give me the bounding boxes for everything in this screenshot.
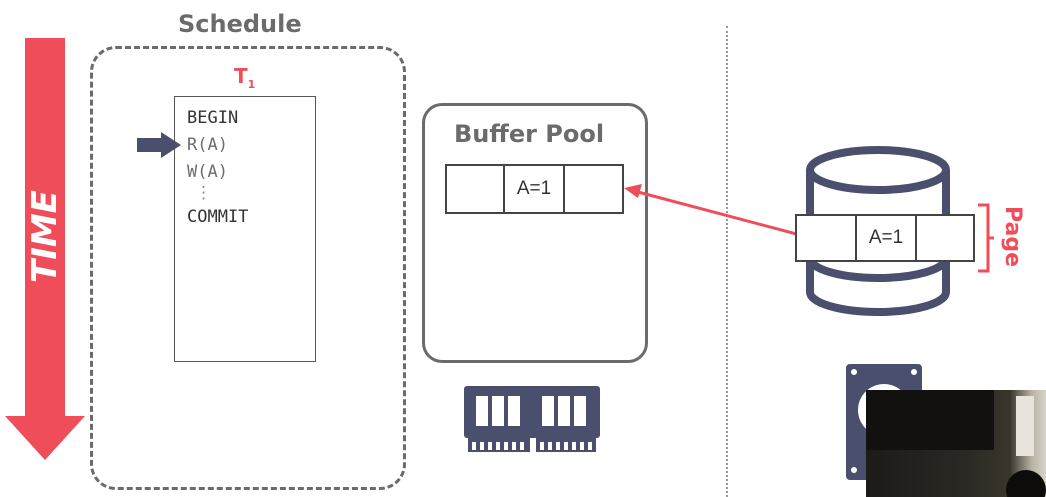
schedule-panel [90, 46, 406, 490]
buffer-slot-2: A=1 [505, 166, 565, 212]
buffer-slot-1 [447, 166, 505, 212]
page-label: Page [1000, 206, 1025, 267]
page-slot-3 [917, 216, 973, 260]
schedule-title: Schedule [178, 10, 302, 38]
op-list: BEGIN R(A) W(A) ⋮ COMMIT [187, 105, 248, 231]
video-overlay [866, 390, 1046, 497]
transaction-label: T1 [234, 64, 255, 91]
transaction-name: T [234, 64, 248, 88]
page-slot-1 [797, 216, 857, 260]
buffer-pool-panel [422, 103, 648, 363]
op-write-a: W(A) [187, 162, 228, 182]
page-slot-2: A=1 [857, 216, 917, 260]
page-label-text: Page [1000, 206, 1025, 267]
transaction-box [174, 96, 316, 362]
op-commit: COMMIT [187, 207, 249, 227]
fetch-arrow-icon [624, 184, 805, 238]
buffer-frame: A=1 [445, 164, 624, 214]
memory-chip-icon [464, 386, 600, 452]
speaker-silhouette [1006, 470, 1046, 497]
current-op-arrow-icon [137, 132, 181, 158]
video-shadow [866, 390, 994, 450]
time-label: TIME [25, 190, 65, 283]
op-ellipsis: ⋮ [195, 183, 212, 203]
time-arrow-icon: TIME [5, 38, 85, 460]
buffer-pool-title: Buffer Pool [454, 120, 605, 148]
buffer-slot-3 [565, 166, 622, 212]
page-bracket-icon [978, 203, 994, 273]
video-highlight [1016, 396, 1034, 456]
op-read-a: R(A) [187, 135, 228, 155]
op-begin: BEGIN [187, 108, 239, 128]
transaction-subscript: 1 [247, 78, 256, 91]
disk-page: A=1 [795, 214, 975, 262]
memory-disk-divider [726, 26, 728, 497]
